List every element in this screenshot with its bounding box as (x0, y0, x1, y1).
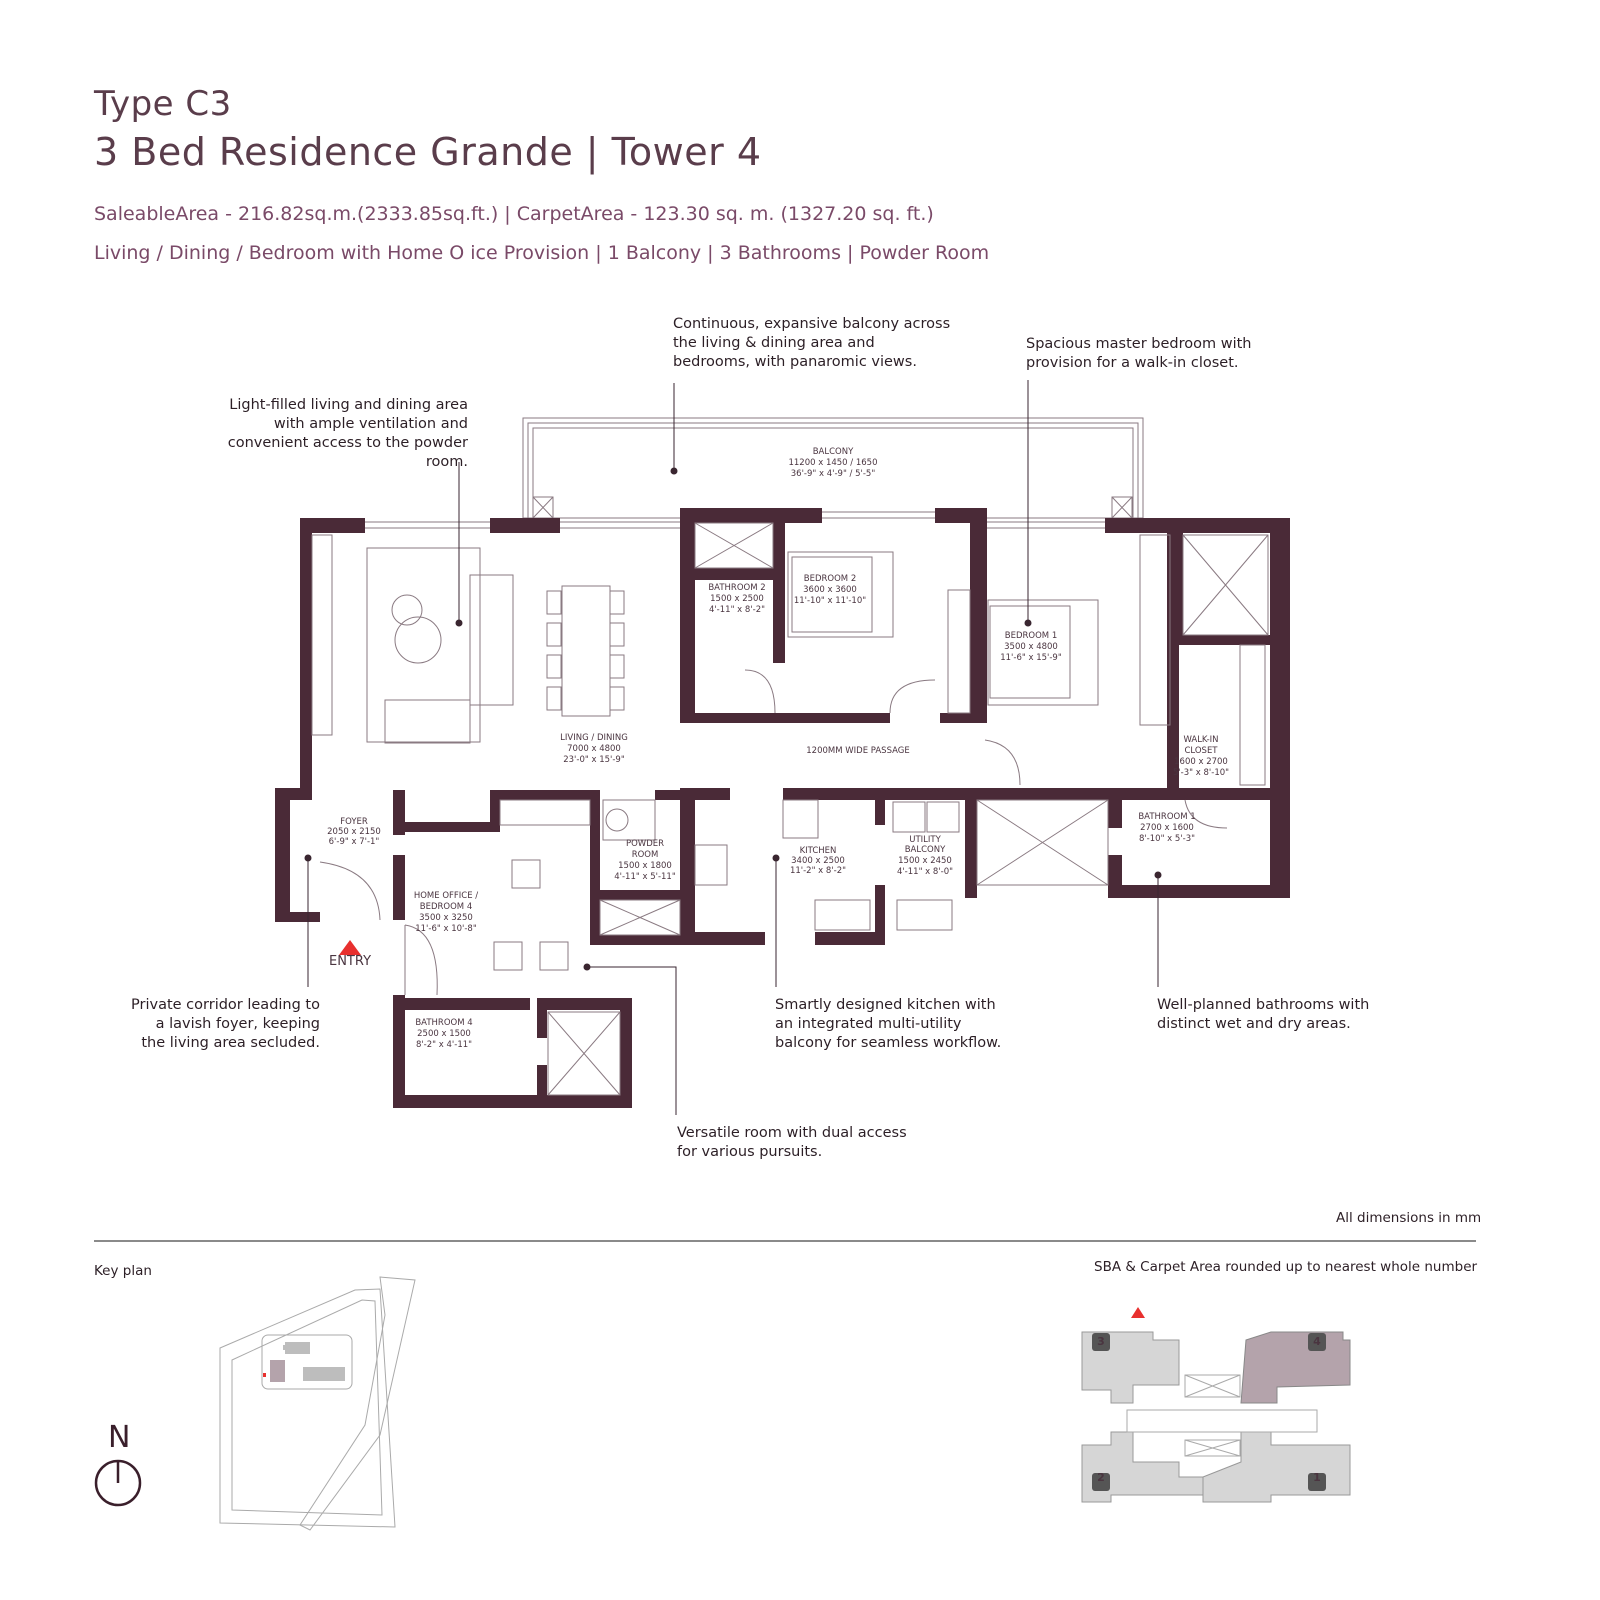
closet-label: WALK-IN (1183, 735, 1218, 745)
tower-3-label: 3 (1097, 1335, 1105, 1348)
kitchen-dim-ft: 11'-2" x 8'-2" (790, 866, 846, 876)
site-key-plan (219, 1276, 416, 1531)
bedroom2-dim-ft: 11'-10" x 11'-10" (794, 596, 866, 606)
passage-label: 1200MM WIDE PASSAGE (806, 746, 910, 756)
office-dim-ft: 11'-6" x 10'-8" (415, 924, 477, 934)
foyer-label: FOYER (340, 817, 368, 827)
rounding-note: SBA & Carpet Area rounded up to nearest … (1094, 1259, 1478, 1275)
foyer-dim: 2050 x 2150 (327, 827, 381, 837)
closet-label-2: CLOSET (1184, 746, 1218, 756)
area-line: SaleableArea - 216.82sq.m.(2333.85sq.ft.… (94, 203, 934, 225)
tower-4-site-highlight (270, 1360, 285, 1382)
annotation-kitchen: Smartly designed kitchen with an integra… (775, 997, 1002, 1051)
utility-label: UTILITY (909, 835, 941, 845)
north-label: N (108, 1420, 131, 1455)
compass-icon (94, 1459, 142, 1507)
office-label-2: BEDROOM 4 (420, 902, 472, 912)
foyer-dim-ft: 6'-9" x 7'-1" (329, 837, 380, 847)
annotation-office: Versatile room with dual access for vari… (677, 1125, 907, 1160)
bathroom4-dim: 2500 x 1500 (417, 1029, 471, 1039)
leader-lines (304, 380, 1162, 1115)
bathroom1-label: BATHROOM 1 (1138, 812, 1195, 822)
closet-dim: 1600 x 2700 (1174, 757, 1228, 767)
features-line: Living / Dining / Bedroom with Home O ic… (94, 242, 990, 264)
entry-label: ENTRY (329, 954, 371, 969)
tower-key-plan: 3 4 2 1 (1081, 1307, 1351, 1503)
closet-dim-ft: 5'-3" x 8'-10" (1173, 768, 1229, 778)
key-plan-label: Key plan (94, 1263, 152, 1279)
utility-dim-ft: 4'-11" x 8'-0" (897, 867, 953, 877)
tower-2-label: 2 (1097, 1471, 1105, 1484)
annotation-living: Light-filled living and dining area with… (227, 397, 468, 470)
bedroom2-dim: 3600 x 3600 (803, 585, 857, 595)
annotation-balcony: Continuous, expansive balcony across the… (673, 316, 951, 370)
tower-4-block (1240, 1331, 1351, 1404)
balcony-rails (365, 417, 1144, 529)
annotation-bathrooms: Well-planned bathrooms with distinct wet… (1157, 997, 1370, 1032)
kitchen-dim: 3400 x 2500 (791, 856, 845, 866)
powder-label-2: ROOM (632, 850, 659, 860)
tower-4-label: 4 (1313, 1335, 1321, 1348)
view-marker-icon (1131, 1307, 1145, 1318)
living-label: LIVING / DINING (560, 733, 628, 743)
kitchen-label: KITCHEN (800, 846, 837, 856)
entry-marker-icon (339, 940, 361, 955)
bedroom2-label: BEDROOM 2 (804, 574, 856, 584)
bathroom1-dim-ft: 8'-10" x 5'-3" (1139, 834, 1195, 844)
bathroom2-dim: 1500 x 2500 (710, 594, 764, 604)
tower-1-label: 1 (1313, 1471, 1321, 1484)
utility-label-2: BALCONY (905, 845, 946, 855)
living-dim: 7000 x 4800 (567, 744, 621, 754)
bathroom2-dim-ft: 4'-11" x 8'-2" (709, 605, 765, 615)
bathroom4-label: BATHROOM 4 (415, 1018, 472, 1028)
balcony-dim: 11200 x 1450 / 1650 (788, 458, 877, 468)
walls (275, 508, 1290, 1108)
bedroom1-dim: 3500 x 4800 (1004, 642, 1058, 652)
powder-dim: 1500 x 1800 (618, 861, 672, 871)
furniture (311, 522, 1269, 1096)
annotation-corridor: Private corridor leading to a lavish foy… (131, 997, 320, 1051)
divider (94, 1240, 1476, 1242)
office-dim: 3500 x 3250 (419, 913, 473, 923)
balcony-label: BALCONY (813, 447, 854, 457)
bathroom2-label: BATHROOM 2 (708, 583, 765, 593)
dimensions-note: All dimensions in mm (1336, 1210, 1482, 1226)
page-title: 3 Bed Residence Grande | Tower 4 (94, 130, 762, 174)
balcony-dim-ft: 36'-9" x 4'-9" / 5'-5" (791, 469, 876, 479)
tower-1-block (1202, 1431, 1351, 1503)
powder-dim-ft: 4'-11" x 5'-11" (614, 872, 676, 882)
office-label: HOME OFFICE / (414, 891, 478, 901)
unit-type: Type C3 (94, 84, 232, 124)
tower-2-block (1081, 1431, 1204, 1503)
bedroom1-label: BEDROOM 1 (1005, 631, 1057, 641)
bathroom1-dim: 2700 x 1600 (1140, 823, 1194, 833)
annotation-master-bedroom: Spacious master bedroom with provision f… (1026, 336, 1252, 371)
powder-label: POWDER (626, 839, 664, 849)
utility-dim: 1500 x 2450 (898, 856, 952, 866)
bedroom1-dim-ft: 11'-6" x 15'-9" (1000, 653, 1062, 663)
bathroom4-dim-ft: 8'-2" x 4'-11" (416, 1040, 472, 1050)
living-dim-ft: 23'-0" x 15'-9" (563, 755, 625, 765)
